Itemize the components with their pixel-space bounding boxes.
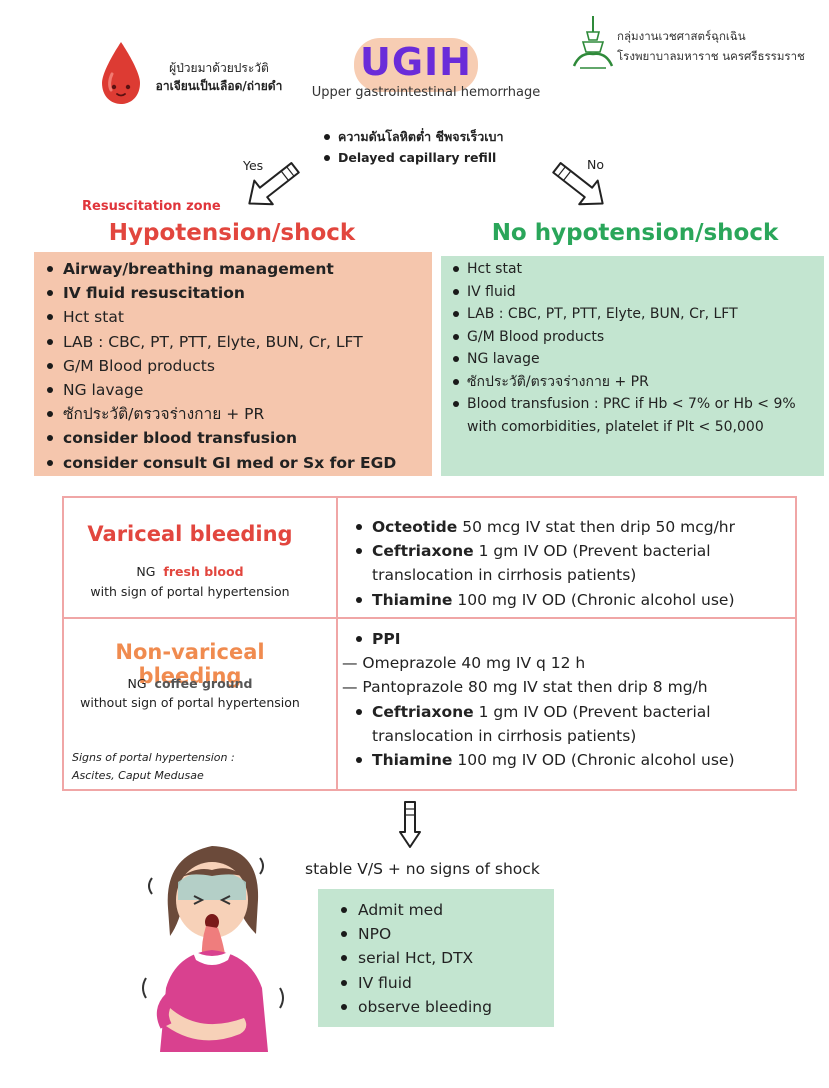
resuscitation-zone-label: Resuscitation zone xyxy=(82,199,221,214)
note-line1: Signs of portal hypertension : xyxy=(72,751,235,764)
no-shock-actions-list: Hct stat IV fluid LAB : CBC, PT, PTT, El… xyxy=(450,258,822,438)
ng-prefix: NG xyxy=(127,676,147,691)
non-variceal-item-continued: translocation in cirrhosis patients) xyxy=(342,724,792,748)
variceal-item: Octeotide 50 mcg IV stat then drip 50 mc… xyxy=(354,515,794,539)
non-variceal-treatment-list: PPI — Omeprazole 40 mg IV q 12 h — Panto… xyxy=(342,627,792,772)
title-highlight xyxy=(354,38,478,92)
table-column-divider xyxy=(336,496,338,791)
page-subtitle: Upper gastrointestinal hemorrhage xyxy=(311,85,541,100)
vomiting-patient-illustration-icon xyxy=(142,846,284,1052)
coffee-ground-label: coffee ground xyxy=(154,676,253,691)
variceal-item: Thiamine 100 mg IV OD (Chronic alcohol u… xyxy=(354,588,794,612)
patient-history: ผู้ป่วยมาด้วยประวัติ อาเจียนเป็นเลือด/ถ่… xyxy=(144,59,294,95)
drug-dose: translocation in cirrhosis patients) xyxy=(372,726,637,745)
no-shock-item: Hct stat xyxy=(450,258,822,281)
no-shock-item: NG lavage xyxy=(450,348,822,371)
omeprazole-item: — Omeprazole 40 mg IV q 12 h xyxy=(342,654,586,673)
non-variceal-sign: without sign of portal hypertension xyxy=(80,695,300,710)
drug-name: Ceftriaxone xyxy=(372,702,474,721)
shock-item: consider consult GI med or Sx for EGD xyxy=(44,451,428,475)
no-shock-item: IV fluid xyxy=(450,281,822,304)
bleeding-type-table xyxy=(62,496,797,791)
variceal-sign: with sign of portal hypertension xyxy=(90,584,290,599)
variceal-item-continued: translocation in cirrhosis patients) xyxy=(354,563,794,587)
note-line2: Ascites, Caput Medusae xyxy=(72,769,204,782)
shock-heading: Hypotension/shock xyxy=(108,220,356,246)
department-logo-text: กลุ่มงานเวชศาสตร์ฉุกเฉิน โรงพยาบาลมหาราช… xyxy=(617,26,805,66)
drug-dose: 50 mcg IV stat then drip 50 mcg/hr xyxy=(462,518,735,536)
stable-condition-label: stable V/S + no signs of shock xyxy=(305,860,540,878)
non-variceal-item: Ceftriaxone 1 gm IV OD (Prevent bacteria… xyxy=(342,700,792,724)
shock-item: IV fluid resuscitation xyxy=(44,281,428,305)
shock-criteria-list: ความดันโลหิตต่ำ ชีพจรเร็วเบา Delayed cap… xyxy=(322,126,504,168)
page-title: UGIH xyxy=(360,40,472,84)
criteria-item: ความดันโลหิตต่ำ ชีพจรเร็วเบา xyxy=(322,126,504,147)
shock-item: Airway/breathing management xyxy=(44,257,428,281)
blood-drop-icon xyxy=(102,42,140,104)
variceal-item: Ceftriaxone 1 gm IV OD (Prevent bacteria… xyxy=(354,539,794,563)
patient-history-line2: อาเจียนเป็นเลือด/ถ่ายดำ xyxy=(155,79,283,93)
no-shock-item: LAB : CBC, PT, PTT, Elyte, BUN, Cr, LFT xyxy=(450,303,822,326)
hospital-name: โรงพยาบาลมหาราช นครศรีธรรมราช xyxy=(617,49,805,63)
portal-hypertension-note: Signs of portal hypertension : Ascites, … xyxy=(72,749,235,785)
drug-dose: 1 gm IV OD (Prevent bacterial xyxy=(478,542,711,561)
arrow-down-right-icon xyxy=(552,162,604,206)
shock-actions-list: Airway/breathing management IV fluid res… xyxy=(44,257,428,475)
drug-dose: 100 mg IV OD (Chronic alcohol use) xyxy=(457,590,735,609)
shock-item: LAB : CBC, PT, PTT, Elyte, BUN, Cr, LFT xyxy=(44,330,428,354)
drug-name: Thiamine xyxy=(372,590,453,609)
table-row-divider xyxy=(62,617,797,619)
admit-item: observe bleeding xyxy=(338,995,548,1019)
drug-dose: translocation in cirrhosis patients) xyxy=(372,566,637,585)
no-shock-item-continued: with comorbidities, platelet if Plt < 50… xyxy=(467,418,764,435)
shock-item: ซักประวัติ/ตรวจร่างกาย + PR xyxy=(44,402,428,426)
no-shock-panel xyxy=(441,256,824,476)
arrow-down-icon xyxy=(399,801,421,848)
patient-history-line1: ผู้ป่วยมาด้วยประวัติ xyxy=(169,61,269,75)
department-name: กลุ่มงานเวชศาสตร์ฉุกเฉิน xyxy=(617,29,746,43)
drug-name: Octeotide xyxy=(372,518,458,536)
drug-dose: 100 mg IV OD (Chronic alcohol use) xyxy=(457,751,735,770)
hospital-logo-icon xyxy=(572,16,614,69)
admit-panel xyxy=(318,889,554,1027)
arrow-down-left-icon xyxy=(248,162,300,206)
no-shock-item: G/M Blood products xyxy=(450,326,822,349)
shock-item: Hct stat xyxy=(44,305,428,329)
fresh-blood-label: fresh blood xyxy=(163,564,244,579)
non-variceal-item: Thiamine 100 mg IV OD (Chronic alcohol u… xyxy=(342,748,792,772)
variceal-treatment-list: Octeotide 50 mcg IV stat then drip 50 mc… xyxy=(354,515,794,612)
admit-item: Admit med xyxy=(338,898,548,922)
shock-panel xyxy=(34,252,432,476)
yes-label: Yes xyxy=(243,158,264,173)
non-variceal-heading: Non-variceal bleeding xyxy=(115,640,265,688)
admit-item: IV fluid xyxy=(338,971,548,995)
shock-item: NG lavage xyxy=(44,378,428,402)
no-shock-item: ซักประวัติ/ตรวจร่างกาย + PR xyxy=(450,371,822,394)
shock-item: G/M Blood products xyxy=(44,354,428,378)
criteria-item: Delayed capillary refill xyxy=(322,147,504,168)
drug-name: Thiamine xyxy=(372,751,453,770)
shock-item: consider blood transfusion xyxy=(44,426,428,450)
admit-item: NPO xyxy=(338,922,548,946)
non-variceal-ng-finding: NG coffee ground xyxy=(64,676,316,691)
no-label: No xyxy=(587,157,604,172)
drug-name: Ceftriaxone xyxy=(372,542,474,561)
variceal-heading: Variceal bleeding xyxy=(87,522,293,546)
admit-item: serial Hct, DTX xyxy=(338,946,548,970)
variceal-ng-finding: NG fresh blood xyxy=(64,564,316,579)
drug-dose: 1 gm IV OD (Prevent bacterial xyxy=(478,702,711,721)
ppi-item: PPI xyxy=(342,627,792,651)
ng-prefix: NG xyxy=(136,564,156,579)
pantoprazole-item: — Pantoprazole 80 mg IV stat then drip 8… xyxy=(342,678,708,697)
no-shock-heading: No hypotension/shock xyxy=(491,220,779,246)
admit-actions-list: Admit med NPO serial Hct, DTX IV fluid o… xyxy=(338,898,548,1019)
no-shock-item: Blood transfusion : PRC if Hb < 7% or Hb… xyxy=(450,393,822,416)
